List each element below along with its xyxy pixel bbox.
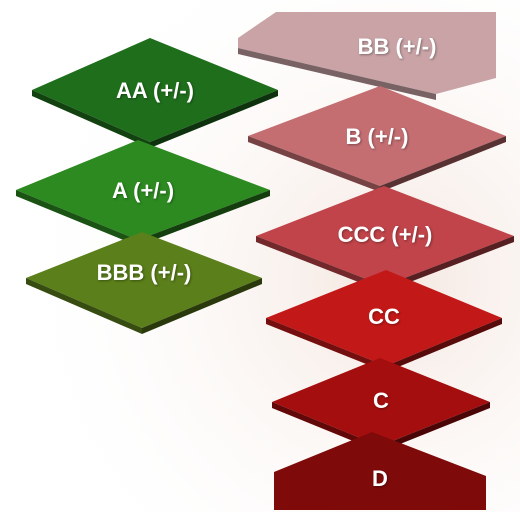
tile-shape — [238, 12, 496, 100]
rating-tile-c: C — [270, 358, 492, 458]
tile-top — [266, 270, 502, 366]
tile-top — [274, 432, 486, 510]
rating-tile-bbb: BBB (+/-) — [24, 232, 264, 342]
rating-label: BB (+/-) — [357, 34, 437, 59]
rating-label: BBB (+/-) — [96, 260, 192, 285]
tile-top — [256, 186, 514, 286]
rating-tile-d: D — [272, 432, 488, 510]
rating-label: D — [372, 466, 388, 491]
rating-label: AA (+/-) — [115, 78, 194, 103]
tile-side — [266, 318, 386, 372]
tile-shape — [32, 38, 278, 148]
rating-tile-a: A (+/-) — [14, 140, 272, 250]
tile-side — [256, 236, 384, 292]
tile-top — [26, 232, 262, 328]
rating-label: B (+/-) — [345, 124, 409, 149]
tile-side — [272, 402, 380, 452]
tile-side — [142, 278, 262, 334]
tile-side — [16, 190, 138, 246]
tile-side — [26, 278, 142, 334]
tile-shape — [16, 140, 270, 246]
tile-side — [384, 236, 514, 292]
tile-top — [32, 38, 278, 142]
tile-shape — [274, 432, 486, 510]
tile-side — [32, 90, 150, 148]
tile-side — [138, 190, 270, 246]
tile-shape — [272, 358, 490, 452]
rating-label: CCC (+/-) — [337, 222, 433, 247]
rating-tile-b: B (+/-) — [246, 86, 508, 198]
rating-tile-bb: BB (+/-) — [236, 8, 498, 100]
tile-side — [238, 48, 436, 100]
tile-top — [248, 86, 506, 186]
tile-side — [386, 318, 502, 372]
rating-label: CC — [368, 304, 400, 329]
tile-side — [248, 136, 380, 192]
tile-side — [380, 402, 490, 452]
tile-shape — [248, 86, 506, 192]
tile-shape — [256, 186, 514, 292]
tile-shape — [266, 270, 502, 372]
rating-tile-aa: AA (+/-) — [30, 38, 280, 148]
tile-shape — [26, 232, 262, 334]
tile-side — [380, 136, 506, 192]
rating-tile-ccc: CCC (+/-) — [254, 186, 516, 296]
tile-top — [16, 140, 270, 240]
tile-side — [150, 90, 278, 148]
rating-label: A (+/-) — [111, 178, 175, 203]
rating-label: C — [373, 388, 389, 413]
tile-top — [272, 358, 490, 446]
tile-top — [238, 12, 496, 94]
rating-tile-cc: CC — [264, 270, 504, 380]
